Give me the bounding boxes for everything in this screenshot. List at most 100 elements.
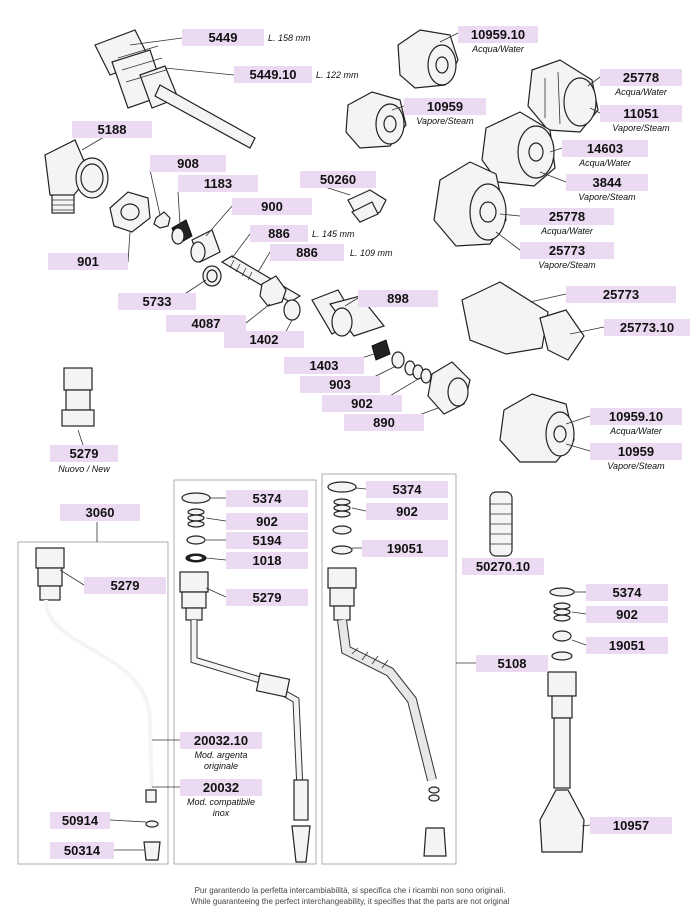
label-5279: 5279: [50, 445, 118, 462]
label-19051-a: 19051: [362, 540, 448, 557]
knob-10959-10-top: [397, 29, 459, 89]
label-5733: 5733: [118, 293, 196, 310]
label-25778-a: 25778: [600, 69, 682, 86]
valve-seat-898: [311, 289, 386, 337]
label-25773-10: 25773.10: [604, 319, 690, 336]
label-20032-10: 20032.10: [180, 732, 262, 749]
label-886-b: 886: [270, 244, 344, 261]
knob-14603-3844: [481, 111, 556, 187]
knob-25778-11051: [527, 59, 599, 133]
washer-903: [391, 351, 405, 369]
label-886-a: 886: [250, 225, 308, 242]
label-902: 902: [322, 395, 402, 412]
label-4087: 4087: [166, 315, 246, 332]
washer-1402: [283, 299, 301, 321]
ring-1403: [371, 339, 391, 361]
label-25773-b: 25773: [566, 286, 676, 303]
sub-10959-10-top: Acqua/Water: [472, 44, 524, 54]
knob-25778-25773: [433, 161, 507, 247]
footer-disclaimer-en: While guaranteeing the perfect interchan…: [190, 897, 510, 906]
sub-20032-10-a: Mod. argenta: [194, 750, 248, 760]
label-1183: 1183: [178, 175, 258, 192]
label-50270-10: 50270.10: [462, 558, 544, 575]
label-5449-10: 5449.10: [234, 66, 312, 83]
box-3060: [17, 541, 169, 865]
label-14603: 14603: [562, 140, 648, 157]
lever-knob-25773: [461, 281, 585, 361]
label-902-d: 902: [586, 606, 668, 623]
label-3060: 3060: [60, 504, 140, 521]
sub-11051: Vapore/Steam: [612, 123, 670, 133]
label-5374-c: 5374: [586, 584, 668, 601]
spring-902: [404, 360, 432, 384]
label-1403: 1403: [284, 357, 364, 374]
label-5108: 5108: [476, 655, 548, 672]
label-20032: 20032: [180, 779, 262, 796]
bushing-900: [190, 229, 221, 263]
length-886-b: L. 109 mm: [350, 248, 393, 258]
length-886-a: L. 145 mm: [312, 229, 355, 239]
length-5449-10: L. 122 mm: [316, 70, 359, 80]
label-900: 900: [232, 198, 312, 215]
wand-middle: [179, 492, 311, 863]
label-50314: 50314: [50, 842, 114, 859]
label-5374-a: 5374: [226, 490, 308, 507]
label-11051: 11051: [600, 105, 682, 122]
elbow-fitting-5188: [44, 139, 109, 214]
label-19051-b: 19051: [586, 637, 668, 654]
wand-3060: [35, 547, 161, 861]
sub-20032-a: Mod. compatibile: [186, 797, 256, 807]
cap-nut-890: [427, 361, 471, 415]
label-10959-10-top: 10959.10: [458, 26, 538, 43]
label-25773-a: 25773: [520, 242, 614, 259]
sub-10959-10-bottom: Acqua/Water: [610, 426, 662, 436]
sub-25778-a: Acqua/Water: [615, 87, 667, 97]
label-903: 903: [300, 376, 380, 393]
knob-10959-bottom: [499, 393, 575, 463]
label-890: 890: [344, 414, 424, 431]
length-5449: L. 158 mm: [268, 33, 311, 43]
label-902-b: 902: [226, 513, 308, 530]
fitting-5279-left: [61, 367, 95, 427]
label-5194: 5194: [226, 532, 308, 549]
sub-20032-10-b: originale: [203, 761, 239, 771]
label-898: 898: [358, 290, 438, 307]
sub-14603: Acqua/Water: [579, 158, 631, 168]
label-1402: 1402: [224, 331, 304, 348]
valve-stem-5449: [94, 29, 256, 149]
label-10959-top: 10959: [404, 98, 486, 115]
label-901: 901: [48, 253, 128, 270]
box-middle: [173, 479, 317, 865]
label-25778-b: 25778: [520, 208, 614, 225]
label-10959-10-bottom: 10959.10: [590, 408, 682, 425]
seal-1183: [171, 219, 193, 245]
clip-50260: [347, 189, 387, 223]
label-5449: 5449: [182, 29, 264, 46]
sub-10959-top: Vapore/Steam: [416, 116, 474, 126]
label-5188: 5188: [72, 121, 152, 138]
label-10957: 10957: [590, 817, 672, 834]
label-902-c: 902: [366, 503, 448, 520]
small-nut-908: [153, 211, 171, 229]
label-50260: 50260: [300, 171, 376, 188]
knob-10959-top: [345, 91, 407, 149]
sub-25778-b: Acqua/Water: [541, 226, 593, 236]
label-5279-b: 5279: [84, 577, 166, 594]
sub-5279: Nuovo / New: [58, 464, 110, 474]
sub-25773-a: Vapore/Steam: [538, 260, 596, 270]
label-10959-bottom: 10959: [590, 443, 682, 460]
label-1018: 1018: [226, 552, 308, 569]
label-5374-b: 5374: [366, 481, 448, 498]
tip-assembly-10957: [539, 587, 585, 853]
nut-4087: [259, 275, 287, 307]
label-908: 908: [150, 155, 226, 172]
sub-20032-b: inox: [212, 808, 230, 818]
label-50914: 50914: [50, 812, 110, 829]
wand-5108: [327, 481, 447, 857]
label-3844: 3844: [566, 174, 648, 191]
footer-disclaimer-it: Pur garantendo la perfetta intercambiabi…: [194, 886, 506, 895]
label-5279-c: 5279: [226, 589, 308, 606]
spring-50270-10: [489, 491, 513, 557]
